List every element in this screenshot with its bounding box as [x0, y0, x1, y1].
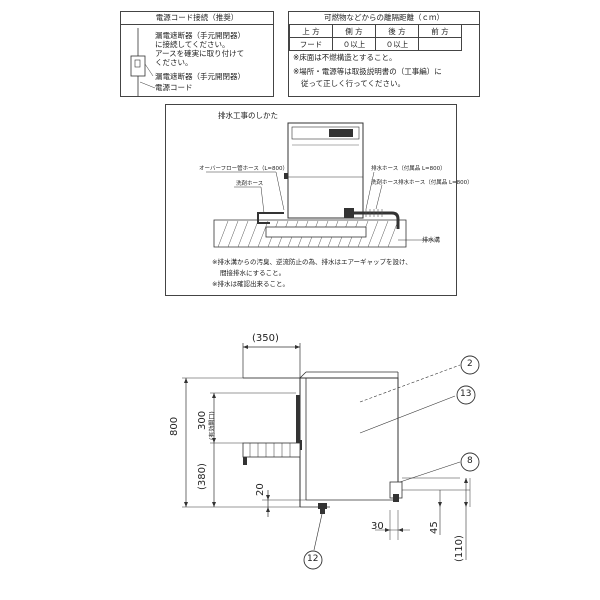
wash-hose-label: 洗剤ホース: [236, 181, 264, 187]
drain-gutter-label: 排水溝: [422, 237, 441, 244]
dim-opening-note: (有効開口): [209, 411, 216, 440]
power-cord-box: 電源コード接続（推奨） 漏電遮断器（手元開閉器） に接続してください。 アースを…: [120, 11, 274, 97]
power-line-3: アースを確実に取り付けて: [155, 49, 245, 58]
dim-lower: (380): [197, 463, 208, 490]
clearance-header-back: 後 方: [375, 24, 419, 38]
drain-note-3: ※排水は確認出来ること。: [212, 280, 289, 288]
clearance-row-label: フード: [289, 37, 333, 51]
clearance-table: 上 方 側 方 後 方 前 方 フード ０以上 ０以上: [289, 24, 462, 51]
clearance-note-3: 従って正しく行ってください。: [301, 79, 406, 88]
drain-box: 排水工事のしかた オーバーフロー管ホース（L=800） 洗剤ホース 排水ホース（…: [165, 104, 473, 296]
power-line-2: に接続してください。: [155, 40, 230, 49]
drain-hose-label: 排水ホース（付属品 L=800）: [371, 166, 446, 172]
power-line-1: 漏電遮断器（手元開閉器）: [155, 31, 245, 40]
dim-depth: (350): [252, 333, 279, 344]
clearance-header-side: 側 方: [332, 24, 376, 38]
power-cord-label: 電源コード: [155, 83, 193, 92]
power-line-4: ください。: [155, 58, 193, 67]
dim-opening: 300: [197, 410, 208, 430]
dim-110: (110): [454, 535, 465, 562]
drain-hose-pair-label: 排水ホース（付属品 L=800）: [398, 180, 473, 186]
power-cord-diagram: [130, 28, 156, 96]
clearance-note-2: ※場所・電源等は取扱説明書の（工事編）に: [293, 67, 442, 76]
dim-30: 30: [371, 521, 384, 532]
drain-note-2: 間接排水にすること。: [220, 269, 286, 277]
clearance-front-value: [418, 37, 462, 51]
clearance-header-top: 上 方: [289, 24, 333, 38]
clearance-header-front: 前 方: [418, 24, 462, 38]
clearance-side-value: ０以上: [332, 37, 376, 51]
drain-diagram: [206, 122, 436, 248]
power-breaker-label: 漏電遮断器（手元開閉器）: [155, 72, 245, 81]
dim-height: 800: [169, 416, 180, 436]
clearance-back-value: ０以上: [375, 37, 419, 51]
dim-45: 45: [429, 521, 440, 534]
overflow-hose-label: オーバーフロー管ホース（L=800）: [199, 166, 289, 172]
dim-foot: 20: [255, 483, 266, 496]
callout-12: 12: [307, 554, 319, 564]
rinse-hose-label: 洗剤ホース: [371, 180, 399, 186]
callout-13: 13: [460, 389, 472, 399]
callout-8: 8: [467, 456, 473, 466]
drain-title: 排水工事のしかた: [218, 111, 278, 120]
drain-note-1: ※排水溝からの汚臭、逆流防止の為、排水はエアーギャップを設け、: [212, 258, 412, 266]
power-cord-title: 電源コード接続（推奨）: [121, 12, 273, 25]
clearance-note-1: ※床面は不燃構造とすること。: [293, 53, 397, 62]
clearance-box: 可燃物などからの離隔距離（ｃｍ） 上 方 側 方 後 方 前 方 フード ０以上…: [288, 11, 480, 97]
callout-2: 2: [467, 359, 473, 369]
